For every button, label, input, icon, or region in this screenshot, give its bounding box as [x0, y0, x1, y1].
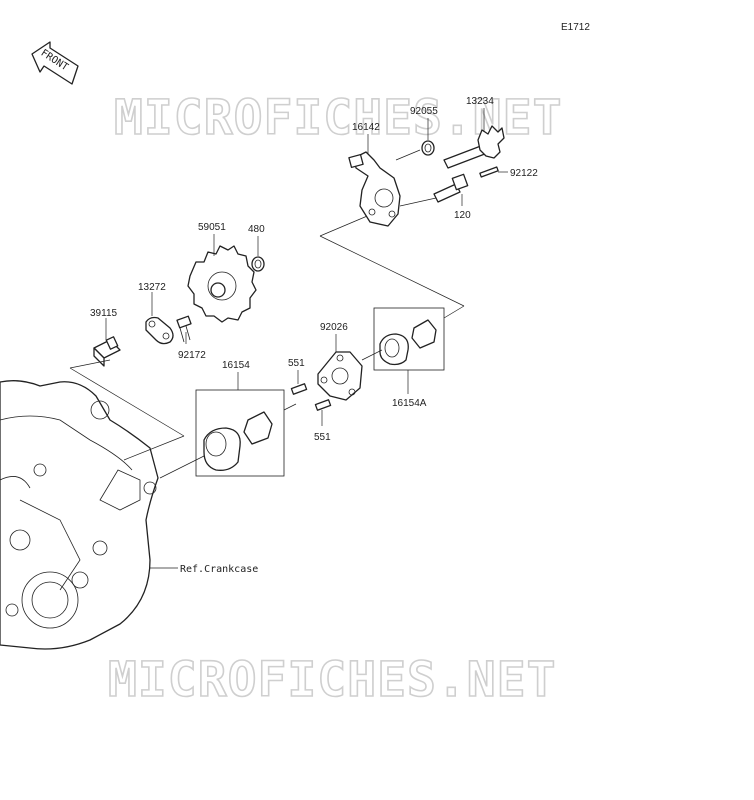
label-120: 120: [454, 210, 471, 221]
part-39115-fitting-icon: [93, 336, 121, 367]
part-92055-oring-icon: [421, 140, 435, 156]
watermark-bottom: MICROFICHES.NET: [108, 652, 556, 708]
label-16154: 16154: [222, 360, 250, 371]
label-551-top: 551: [288, 358, 305, 369]
diagram-code: E1712: [561, 22, 590, 33]
part-16154-rotor-set: [195, 389, 285, 477]
front-arrow-icon: FRONT: [31, 41, 79, 85]
part-120-bolt-icon: [433, 173, 469, 203]
label-16142: 16142: [352, 122, 380, 133]
label-92122: 92122: [510, 168, 538, 179]
label-39115: 39115: [90, 308, 118, 319]
part-92172-bolt-icon: [176, 315, 192, 343]
crankcase-icon: [0, 380, 159, 650]
label-16154A: 16154A: [392, 398, 427, 409]
part-59051-sprocket-icon: [187, 245, 257, 323]
label-13272: 13272: [138, 282, 166, 293]
label-92055: 92055: [410, 106, 438, 117]
label-13234: 13234: [466, 96, 494, 107]
part-92026-plate-icon: [317, 351, 363, 401]
part-92122-pin-icon: [479, 166, 499, 178]
part-16142-pump-body-icon: [348, 151, 401, 227]
part-480-circlip-icon: [251, 256, 265, 272]
label-92172: 92172: [178, 350, 206, 361]
label-480: 480: [248, 224, 265, 235]
ref-crankcase-label: Ref.Crankcase: [180, 564, 258, 575]
label-59051: 59051: [198, 222, 226, 233]
part-13234-shaft-icon: [443, 125, 505, 169]
part-16154A-rotor-set: [373, 307, 445, 371]
part-551-dowel-pin-bottom-icon: [314, 399, 332, 411]
label-92026: 92026: [320, 322, 348, 333]
part-13272-gasket-icon: [145, 316, 174, 345]
label-551-bottom: 551: [314, 432, 331, 443]
part-551-dowel-pin-top-icon: [290, 383, 308, 395]
